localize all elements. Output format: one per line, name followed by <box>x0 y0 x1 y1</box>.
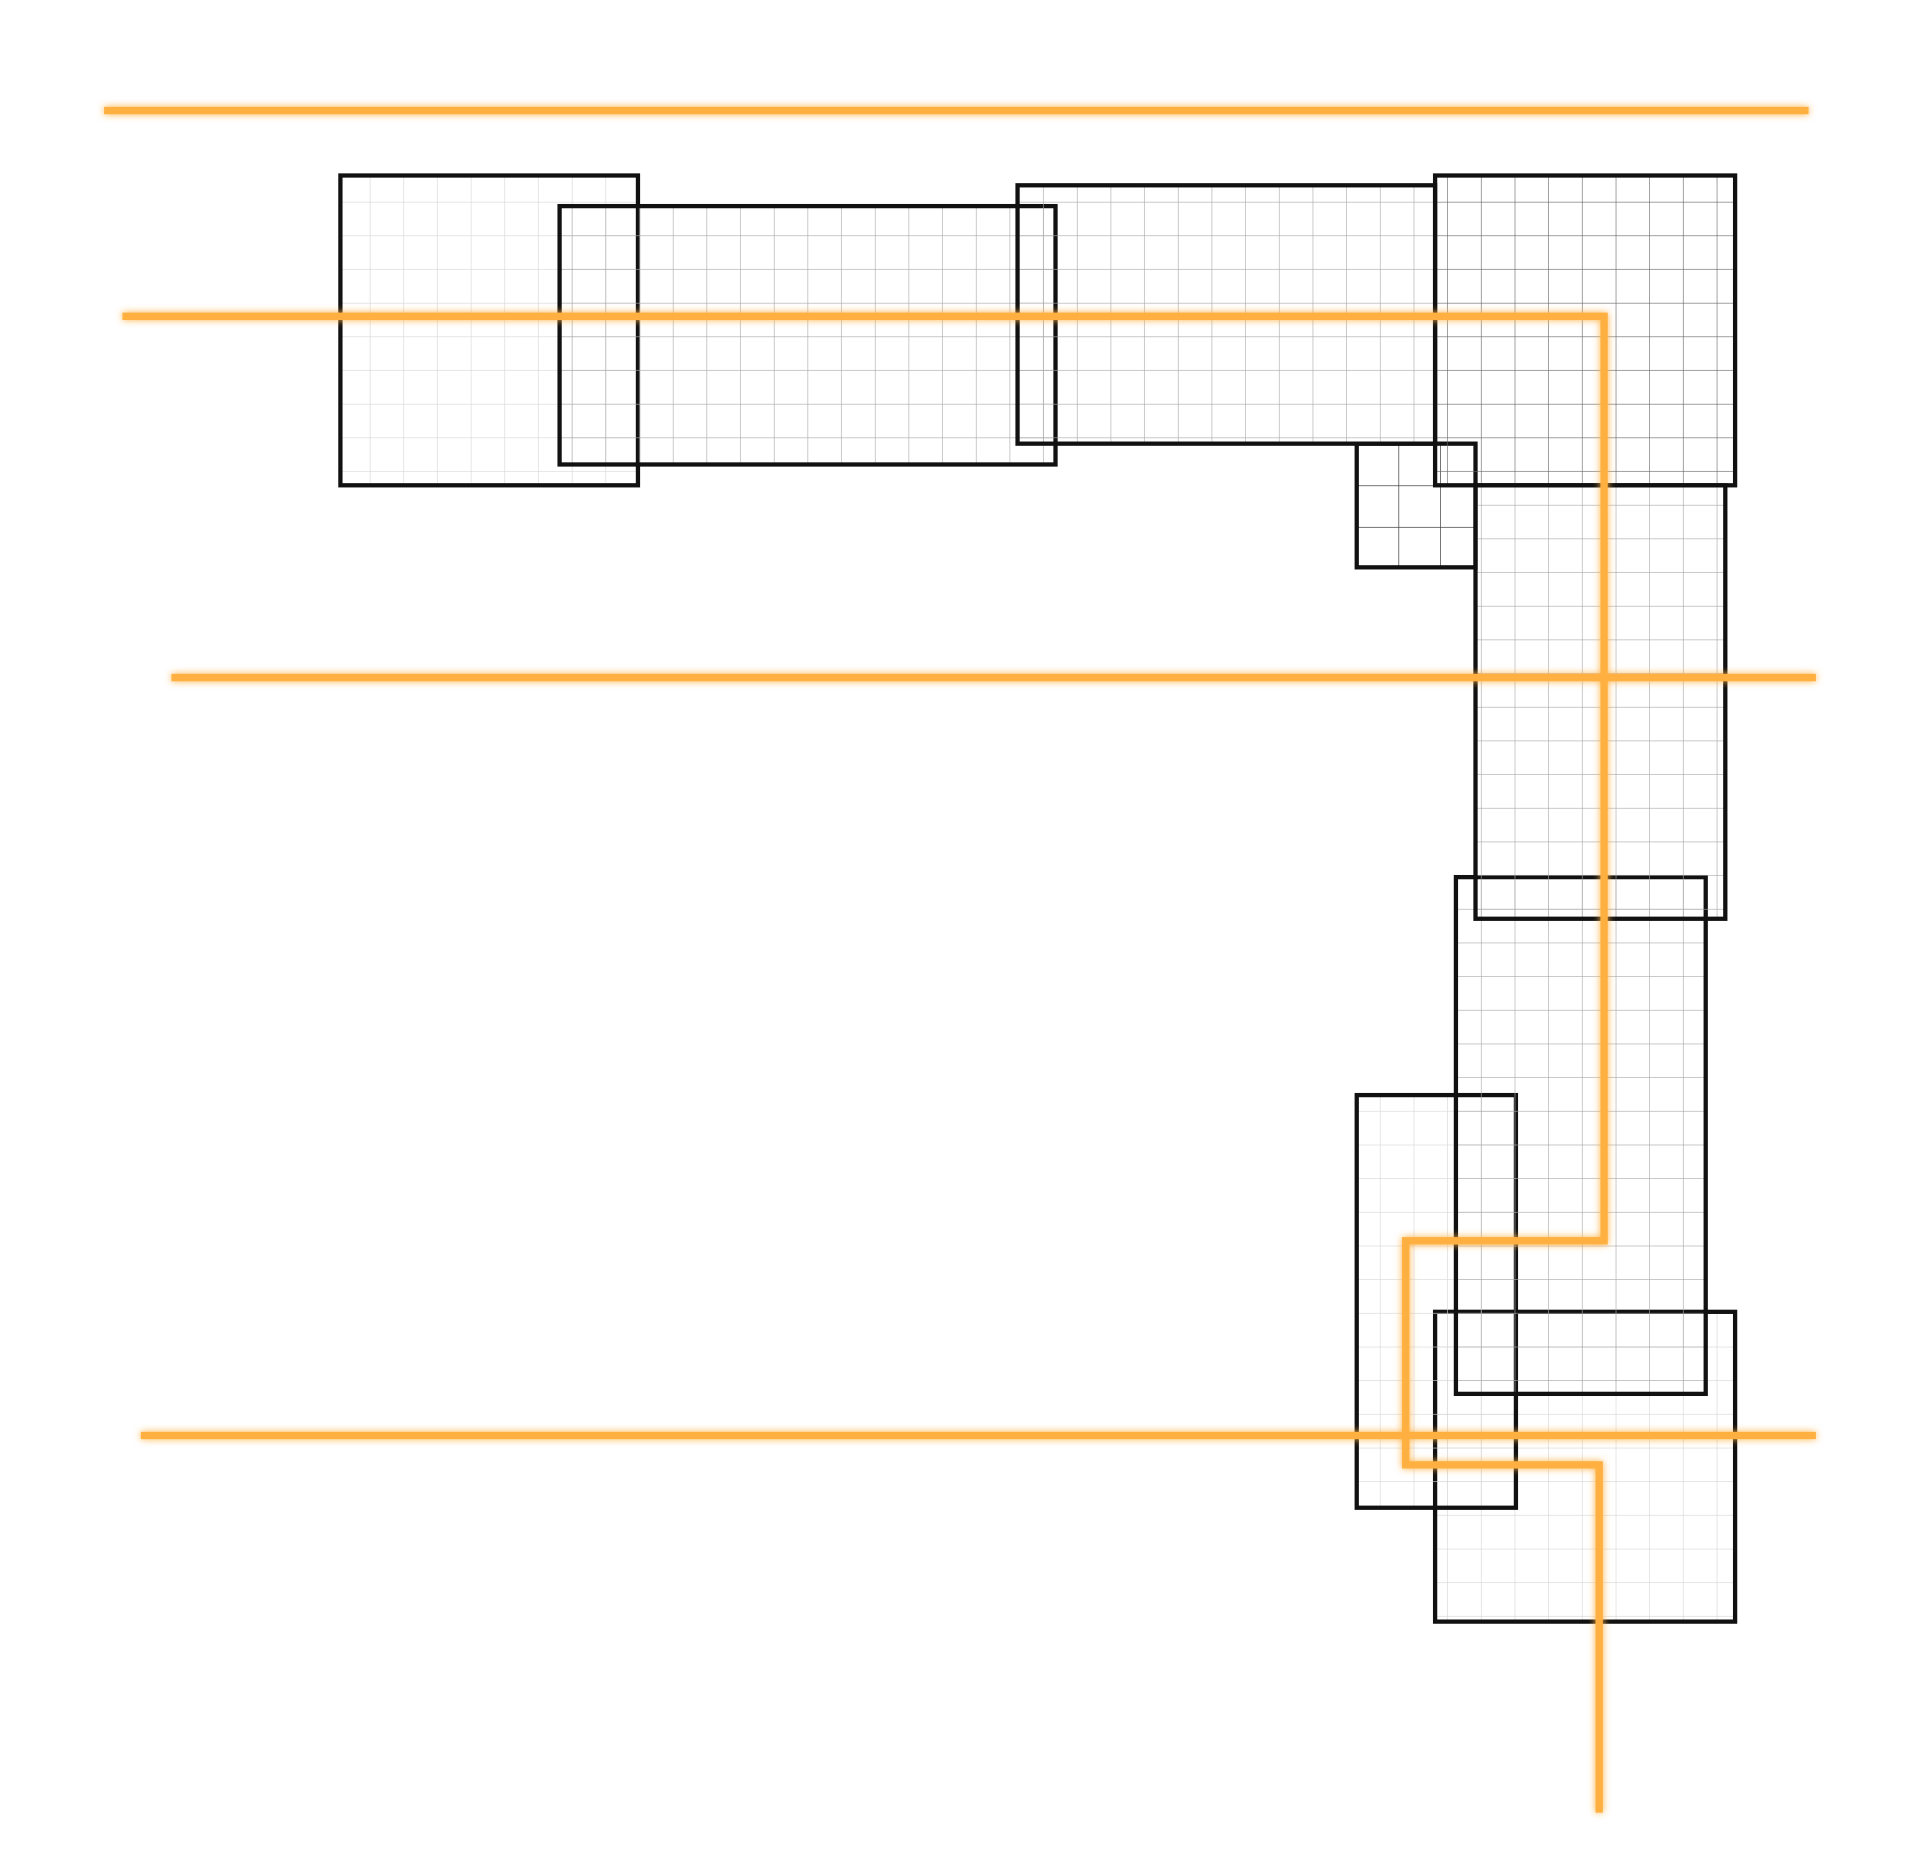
tile-9 <box>1453 874 1708 1397</box>
route-path <box>122 312 1608 1813</box>
tile-4 <box>1432 173 1738 488</box>
tile-2 <box>557 203 1058 467</box>
